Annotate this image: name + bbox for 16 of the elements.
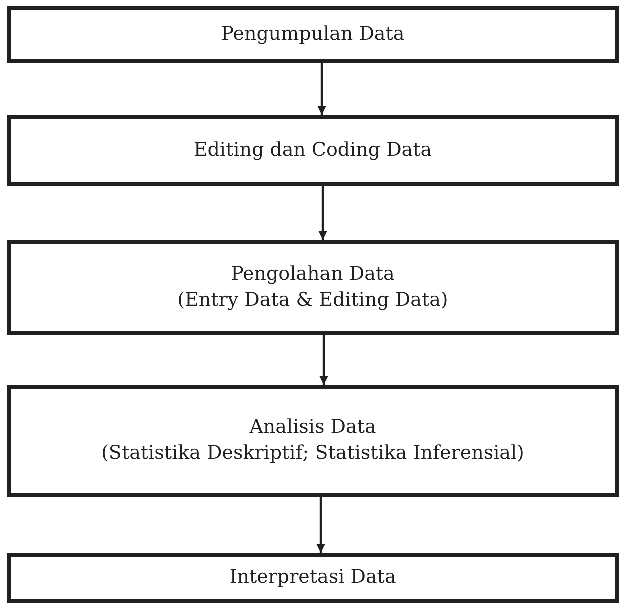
step-detail: (Statistika Deskriptif; Statistika Inferensial) (102, 441, 524, 466)
step-label: Interpretasi Data (230, 565, 396, 590)
step-label: Analisis Data (250, 415, 376, 440)
process-box (7, 240, 619, 335)
process-box (7, 115, 619, 186)
step-label: Editing dan Coding Data (194, 138, 432, 163)
step-detail: (Entry Data & Editing Data) (178, 288, 448, 312)
step-label: Pengumpulan Data (221, 22, 405, 47)
arrow (316, 497, 326, 553)
arrow (317, 63, 327, 115)
process-box (7, 553, 619, 603)
arrow (319, 335, 329, 385)
process-box (7, 385, 619, 497)
arrow (318, 186, 328, 240)
step-label: Pengolahan Data (231, 262, 395, 287)
process-box (7, 6, 619, 63)
